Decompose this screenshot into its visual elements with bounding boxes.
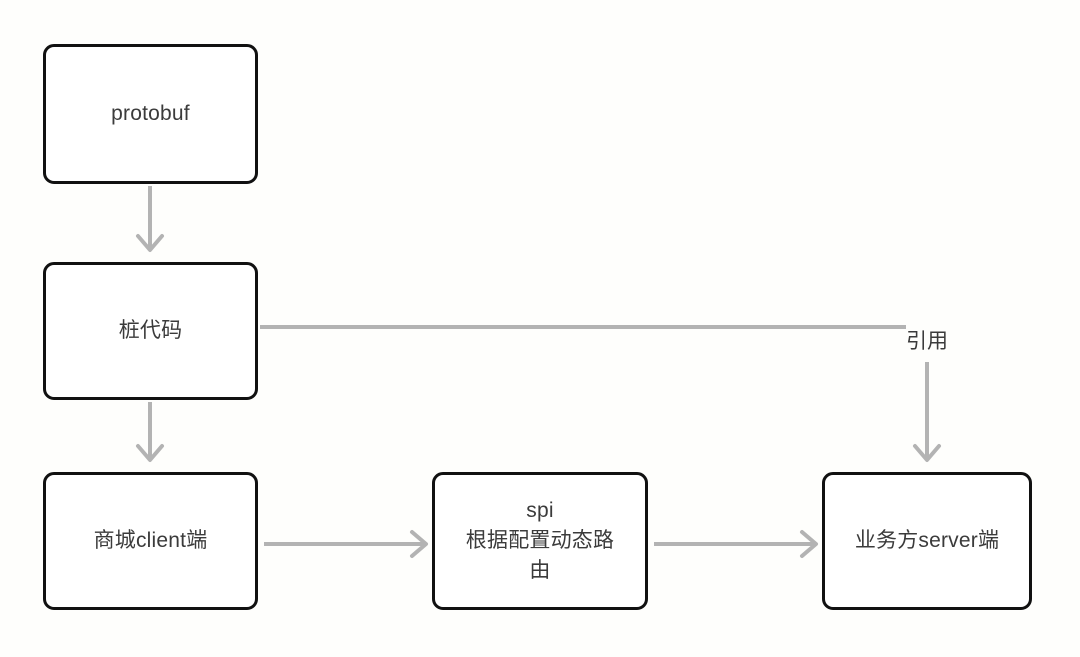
node-protobuf[interactable]: protobuf [43, 44, 258, 184]
edge-stub-to-mall-client [136, 402, 164, 462]
node-spi[interactable]: spi 根据配置动态路 由 [432, 472, 648, 610]
node-spi-label: spi 根据配置动态路 由 [465, 499, 615, 582]
edge-label-reference: 引用 [906, 330, 948, 353]
edge-protobuf-to-stub [136, 186, 164, 252]
node-stub-code[interactable]: 桩代码 [43, 262, 258, 400]
edge-spi-to-business-server [654, 530, 818, 558]
node-business-server[interactable]: 业务方server端 [822, 472, 1032, 610]
node-mall-client[interactable]: 商城client端 [43, 472, 258, 610]
node-protobuf-label: protobuf [111, 101, 190, 125]
edge-stub-to-business-server-reference [260, 325, 941, 462]
node-business-server-label: 业务方server端 [854, 528, 1000, 552]
node-mall-client-label: 商城client端 [93, 528, 208, 552]
edge-mall-client-to-spi [264, 530, 428, 558]
node-stub-code-label: 桩代码 [118, 318, 183, 342]
